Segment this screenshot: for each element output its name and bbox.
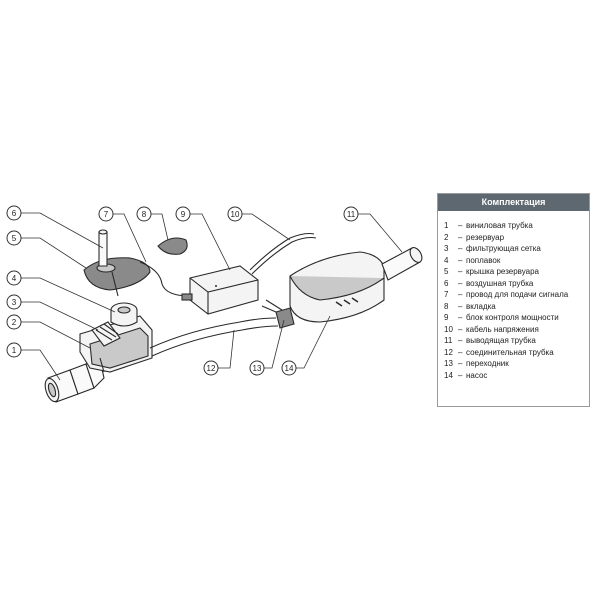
legend-item: 5–крышка резервуара	[444, 267, 539, 276]
svg-text:6: 6	[12, 209, 17, 218]
svg-text:8: 8	[142, 210, 147, 219]
leader-lines	[21, 212, 403, 381]
part-connecting-tube	[149, 317, 279, 357]
legend-item: 4–поплавок	[444, 255, 501, 265]
callout-1: 1	[6, 342, 22, 358]
svg-text:10: 10	[231, 210, 240, 219]
callout-11: 11	[343, 206, 359, 222]
callouts: 6 5 4 3 2 1 7 8 9 10 11 12 13 14	[6, 205, 359, 376]
part-vinyl-tube	[44, 359, 105, 403]
callout-4: 4	[6, 270, 22, 286]
legend-list: 1–виниловая трубка 2–резервуар 3–фильтру…	[438, 211, 589, 381]
legend-title: Комплектация	[438, 194, 589, 211]
legend-item: 2–резервуар	[444, 232, 505, 242]
part-float	[110, 302, 138, 327]
svg-text:4: 4	[12, 274, 17, 283]
legend-item: 6–воздушная трубка	[444, 278, 534, 288]
callout-5: 5	[6, 230, 22, 246]
legend-item: 9–блок контроля мощности	[444, 313, 559, 322]
legend-item: 14–насос	[444, 370, 488, 380]
legend-item: 7–провод для подачи сигнала	[444, 290, 569, 299]
callout-2: 2	[6, 314, 22, 330]
callout-3: 3	[6, 294, 22, 310]
legend-item: 12–соединительная трубка	[444, 347, 554, 357]
legend-item: 3–фильтрующая сетка	[444, 244, 541, 253]
part-signal-wire	[139, 261, 191, 297]
part-pump	[289, 251, 385, 323]
callout-10: 10	[227, 206, 243, 222]
legend-item: 11–выводящая трубка	[444, 336, 536, 345]
callout-9: 9	[175, 206, 191, 222]
callout-12: 12	[203, 360, 219, 376]
svg-text:14: 14	[285, 364, 294, 373]
part-power-cable	[249, 232, 317, 275]
callout-13: 13	[249, 360, 265, 376]
part-filter	[91, 321, 121, 347]
part-insert	[157, 237, 188, 255]
part-control-block	[181, 265, 259, 315]
legend-item: 8–вкладка	[444, 301, 496, 311]
svg-text:9: 9	[181, 210, 186, 219]
legend-item: 13–переходник	[444, 359, 509, 368]
part-air-tube	[98, 229, 108, 267]
svg-text:7: 7	[104, 210, 109, 219]
part-outlet-tube	[381, 247, 423, 281]
svg-text:1: 1	[12, 346, 17, 355]
callout-8: 8	[136, 206, 152, 222]
callout-6: 6	[6, 205, 22, 221]
callout-14: 14	[281, 360, 297, 376]
part-lid	[83, 257, 151, 297]
legend-item: 1–виниловая трубка	[444, 221, 533, 230]
svg-text:3: 3	[12, 298, 17, 307]
callout-7: 7	[98, 206, 114, 222]
svg-text:2: 2	[12, 318, 17, 327]
part-adapter	[261, 299, 295, 329]
legend-panel: Комплектация 1–виниловая трубка 2–резерв…	[437, 193, 590, 407]
parts-drawing	[44, 229, 423, 403]
svg-text:12: 12	[207, 364, 216, 373]
svg-text:13: 13	[253, 364, 262, 373]
svg-text:11: 11	[347, 210, 356, 219]
svg-text:5: 5	[12, 234, 17, 243]
legend-item: 10–кабель напряжения	[444, 324, 539, 334]
